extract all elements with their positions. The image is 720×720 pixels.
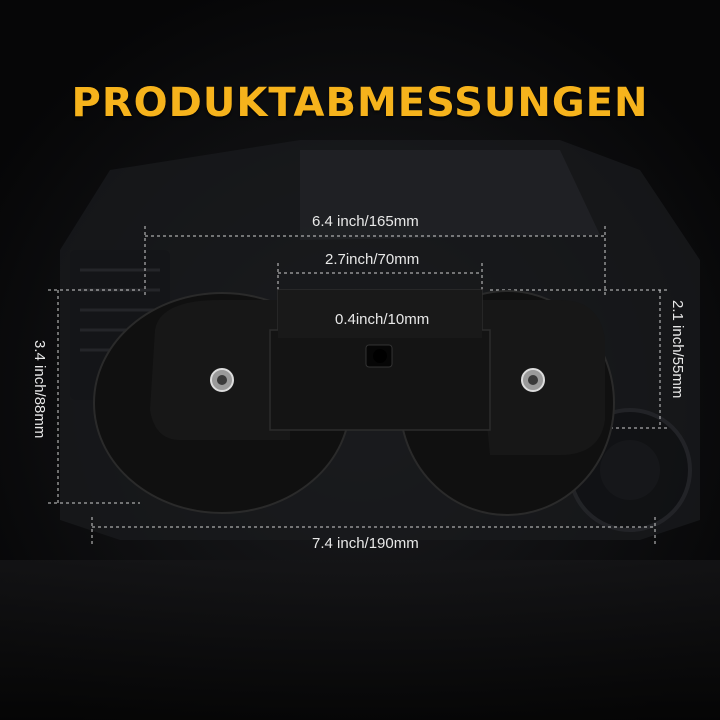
dimension-overall-height: 3.4 inch/88mm xyxy=(31,340,48,439)
dimension-bracket-width: 2.7inch/70mm xyxy=(325,251,420,268)
page-title: PRODUKTABMESSUNGEN xyxy=(71,80,649,126)
dimension-overall-width-bottom: 7.4 inch/190mm xyxy=(312,535,419,552)
dimension-hole-diameter: 0.4inch/10mm xyxy=(335,311,430,328)
dimension-overall-width-top: 6.4 inch/165mm xyxy=(312,213,419,230)
dimension-bracket-height: 2.1 inch/55mm xyxy=(669,300,686,399)
center-bracket xyxy=(269,289,491,431)
left-bolt xyxy=(210,368,234,392)
right-bolt xyxy=(521,368,545,392)
